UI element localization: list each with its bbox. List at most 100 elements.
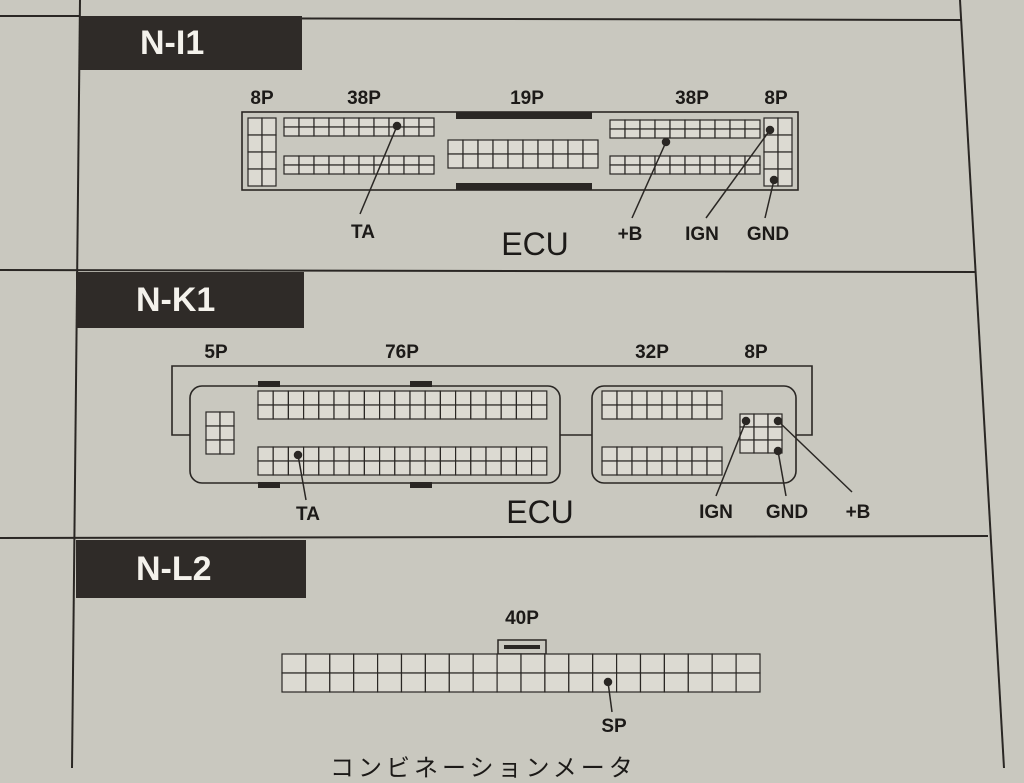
pin-cell	[363, 390, 381, 406]
pin-cell	[348, 390, 366, 406]
pin-cell	[601, 390, 618, 406]
pin-cell	[661, 404, 678, 420]
pin-cell	[615, 653, 642, 674]
pin-cell	[552, 153, 569, 169]
nk1-terminal-ign: IGN	[699, 502, 733, 523]
pin-cell	[303, 446, 320, 462]
pin-cell	[496, 653, 522, 674]
pin-cell	[373, 117, 390, 128]
pin-cell	[515, 446, 533, 462]
pin-cell	[646, 404, 663, 420]
nk1-terminal-gnd: GND	[765, 502, 809, 523]
nk1-leader-lines	[293, 416, 853, 501]
pin-cell	[544, 672, 570, 693]
pin-cell	[631, 390, 648, 406]
pin-cell	[219, 439, 235, 455]
pin-cell	[522, 139, 539, 155]
pin-cell	[500, 390, 518, 406]
pin-cell	[388, 164, 405, 175]
pin-cell	[669, 119, 686, 130]
pin-cell	[624, 164, 641, 175]
pin-cell	[272, 460, 290, 476]
nl2-40p-block	[281, 653, 761, 693]
pin-cell	[496, 672, 522, 693]
pin-cell	[424, 446, 442, 462]
pin-cell	[462, 139, 479, 155]
pin-cell	[485, 460, 502, 476]
pin-cell	[691, 390, 708, 406]
combination-meter-caption: コンビネーションメータ	[330, 754, 637, 782]
pin-cell	[654, 128, 671, 139]
pin-cell	[219, 425, 235, 441]
pin-cell	[358, 155, 375, 166]
pin-cell	[283, 126, 300, 137]
pin-cell	[663, 653, 689, 674]
pin-cell	[377, 653, 403, 674]
nk1-pin-count-8p: 8P	[744, 342, 768, 363]
pin-cell	[706, 390, 723, 406]
pin-cell	[247, 117, 263, 136]
pin-cell	[353, 672, 379, 693]
pin-cell	[318, 404, 335, 420]
pin-cell	[333, 404, 350, 420]
pin-cell	[616, 390, 633, 406]
pin-cell	[219, 411, 235, 427]
pin-cell	[257, 460, 274, 476]
pin-cell	[281, 653, 307, 674]
pin-cell	[313, 164, 330, 175]
pin-cell	[303, 390, 320, 406]
ni1-key-bottom	[456, 183, 592, 190]
pin-cell	[257, 390, 274, 406]
pin-cell	[409, 460, 426, 476]
pin-cell	[515, 390, 533, 406]
pin-cell	[631, 460, 648, 476]
pin-cell	[537, 153, 554, 169]
pin-cell	[298, 117, 315, 128]
pin-cell	[711, 672, 737, 693]
pin-cell	[530, 404, 548, 420]
pin-cell	[462, 153, 479, 169]
pin-cell	[639, 128, 656, 139]
pin-cell	[272, 404, 290, 420]
pin-cell	[305, 653, 331, 674]
pin-cell	[358, 117, 375, 128]
pin-cell	[744, 119, 761, 130]
pin-cell	[567, 153, 584, 169]
pin-cell	[714, 155, 731, 166]
pin-cell	[403, 155, 420, 166]
pin-cell	[455, 390, 472, 406]
pin-cell	[552, 139, 569, 155]
pin-cell	[472, 672, 498, 693]
nl2-terminal-sp: SP	[601, 716, 627, 737]
nk1-left-body	[189, 385, 561, 484]
pin-cell	[448, 672, 474, 693]
pin-cell	[403, 164, 420, 175]
pin-cell	[363, 460, 381, 476]
pin-cell	[500, 404, 518, 420]
pin-cell	[343, 155, 360, 166]
pin-cell	[520, 653, 546, 674]
pin-cell	[663, 672, 689, 693]
pin-cell	[753, 413, 769, 428]
ni1-pin-count-19p: 19P	[510, 88, 544, 109]
pin-cell	[706, 404, 723, 420]
pin-cell	[470, 404, 487, 420]
pin-cell	[729, 155, 746, 166]
pin-cell	[287, 390, 305, 406]
pin-cell	[388, 155, 405, 166]
pin-cell	[363, 446, 381, 462]
pin-cell	[318, 390, 335, 406]
pin-cell	[313, 155, 330, 166]
pin-cell	[753, 426, 769, 441]
pin-cell	[261, 151, 277, 170]
pin-cell	[616, 446, 633, 462]
pin-cell	[687, 672, 713, 693]
pin-cell	[470, 460, 487, 476]
pin-cell	[281, 672, 307, 693]
pin-cell	[470, 390, 487, 406]
pin-cell	[313, 126, 330, 137]
pin-cell	[379, 404, 396, 420]
pin-cell	[639, 155, 656, 166]
pin-cell	[272, 446, 290, 462]
